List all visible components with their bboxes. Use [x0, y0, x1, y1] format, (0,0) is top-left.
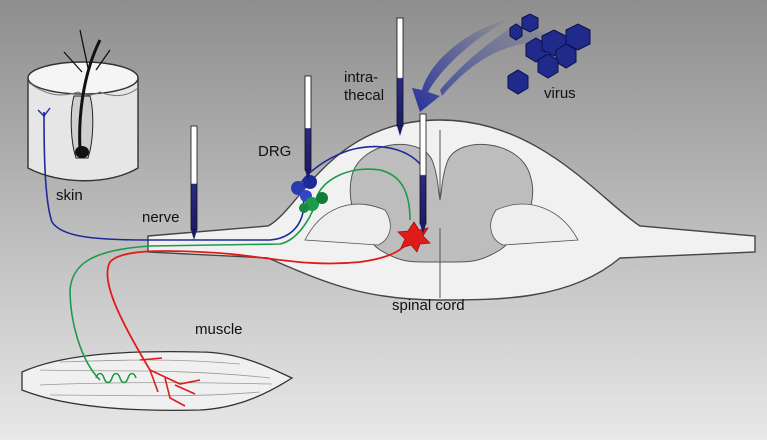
intrathecal-label-line2: thecal	[344, 87, 384, 104]
spinal-cord-injection-needle	[419, 113, 427, 234]
sensory-fiber-blue	[43, 111, 426, 241]
muscle-label: muscle	[195, 321, 243, 338]
white-matter-left	[304, 203, 391, 246]
virus-delivery-arrow	[412, 18, 512, 112]
spinal-cord-label: spinal cord	[392, 297, 465, 314]
white-matter-right	[490, 203, 579, 246]
motor-endplates	[139, 357, 201, 407]
skin-label: skin	[56, 187, 83, 204]
gray-matter	[349, 143, 534, 263]
skin-nerve-ending	[37, 107, 51, 118]
proprioceptive-fiber-green	[69, 168, 411, 381]
virus-label: virus	[544, 85, 576, 102]
nerve-label: nerve	[142, 209, 180, 226]
nerve-injection-needle	[190, 125, 198, 240]
hair-follicle	[70, 95, 94, 159]
muscle-spindle-coil	[95, 372, 137, 384]
hair-shaft	[78, 39, 102, 151]
intrathecal-injection-needle	[396, 17, 404, 136]
motor-fiber-red	[106, 235, 413, 371]
drg-cell-cluster	[291, 175, 328, 213]
drg-label: DRG	[258, 143, 291, 160]
skin-block	[27, 29, 139, 182]
intrathecal-label-line1: intra-	[344, 69, 378, 86]
virus-particles	[507, 13, 591, 95]
drg-injection-needle	[304, 75, 312, 180]
